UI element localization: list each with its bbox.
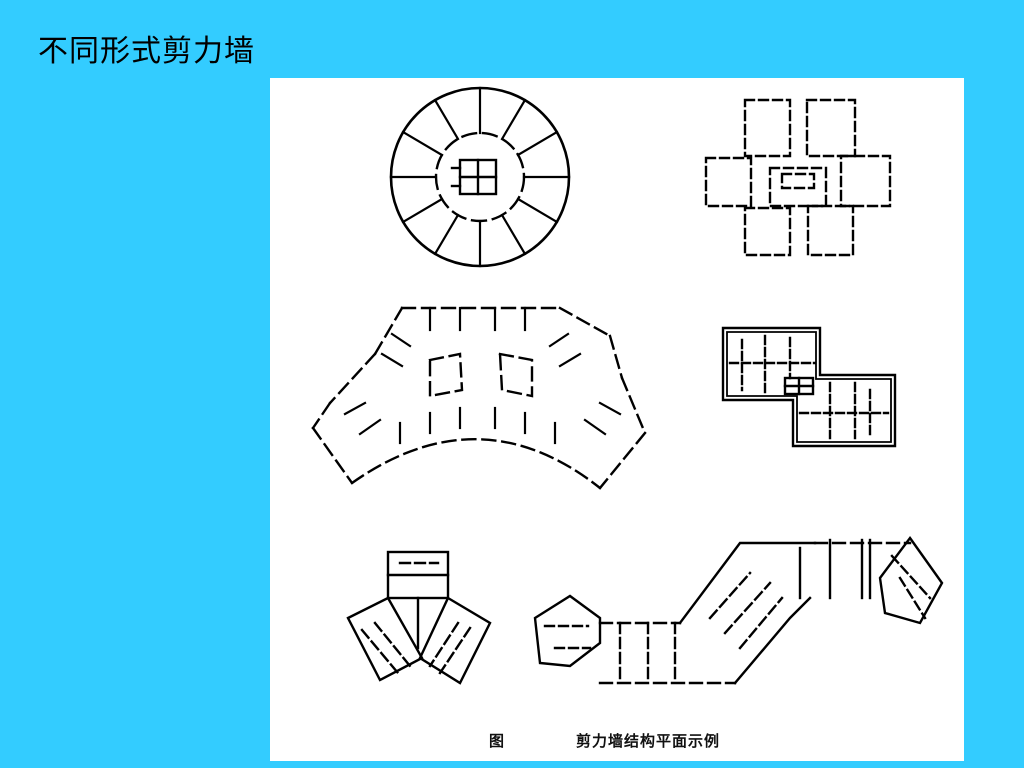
- y-shaped-plan: [311, 306, 647, 490]
- figure-caption-label: 图: [489, 732, 505, 750]
- cruciform-plan: [704, 98, 892, 257]
- figure-caption: 图 剪力墙结构平面示例: [270, 730, 964, 754]
- circular-plan: [389, 86, 571, 268]
- figure-panel: 图 剪力墙结构平面示例: [270, 78, 964, 761]
- circular-core: [450, 158, 498, 196]
- stepped-plan: [721, 326, 897, 448]
- three-wing-plan: [346, 550, 492, 685]
- serpentine-plan: [533, 535, 944, 685]
- y-shaped-plan-cross-walls: [343, 306, 622, 445]
- figure-caption-text: 剪力墙结构平面示例: [576, 732, 721, 750]
- shear-wall-plans-diagram: [311, 86, 944, 685]
- slide-title: 不同形式剪力墙: [38, 34, 255, 69]
